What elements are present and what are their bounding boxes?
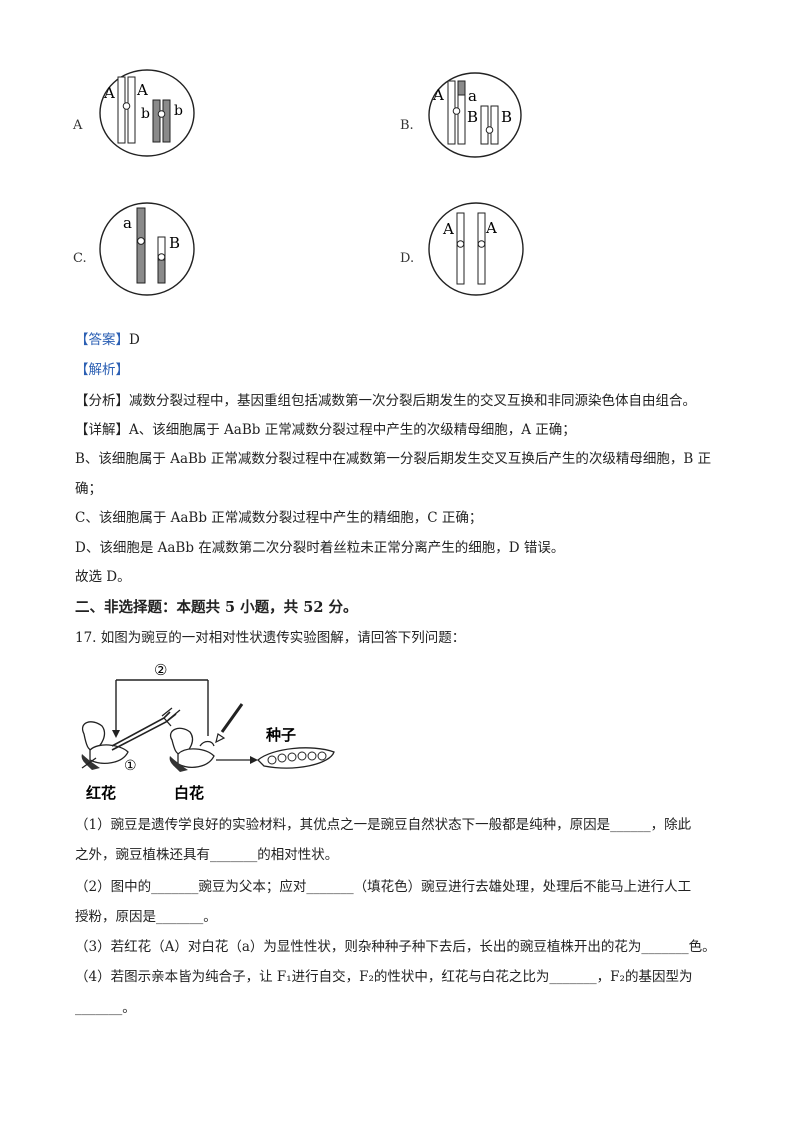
q17-part1-line2: 之外，豌豆植株还具有_______的相对性状。: [75, 847, 339, 863]
seed-label: 种子: [265, 726, 296, 744]
q17-part2-line2: 授粉，原因是_______。: [75, 909, 217, 925]
step-2-label: ②: [154, 661, 167, 679]
option-a-gene-label: A: [103, 84, 115, 102]
option-b-letter: B.: [400, 118, 414, 133]
answer-value: D: [129, 332, 140, 348]
option-c-gene-label: B: [169, 234, 180, 252]
red-flower-label: 红花: [86, 784, 116, 802]
fenxi-tag: 【分析】: [75, 393, 129, 409]
q17-part4-line1: （4）若图示亲本皆为纯合子，让 F₁进行自交，F₂的性状中，红花与白花之比为__…: [75, 969, 693, 985]
option-b-gene-label: a: [468, 87, 477, 105]
step-1-label: ①: [124, 758, 137, 774]
xiangjie-line-1: 【详解】A、该细胞属于 AaBb 正常减数分裂过程中产生的次级精母细胞，A 正确…: [75, 420, 576, 440]
white-flower-label: 白花: [174, 784, 204, 802]
option-d-gene-label: A: [485, 219, 497, 237]
q17-part1-line1: （1）豌豆是遗传学良好的实验材料，其优点之一是豌豆自然状态下一般都是纯种，原因是…: [75, 817, 692, 833]
q17-part3: （3）若红花（A）对白花（a）为显性性状，则杂种种子种下去后，长出的豌豆植株开出…: [75, 939, 716, 955]
option-a-gene-label: A: [136, 81, 148, 99]
pea-experiment-figure: ② ① 种子 红花 白花: [81, 661, 335, 802]
fenxi-text: 减数分裂过程中，基因重组包括减数第一次分裂后期发生的交叉互换和非同源染色体自由组…: [129, 393, 696, 409]
xiangjie-text: A、该细胞属于 AaBb 正常减数分裂过程中产生的次级精母细胞，A 正确；: [129, 422, 576, 438]
option-d-letter: D.: [400, 251, 415, 266]
q17-part2-line1: （2）图中的_______豌豆为父本；应对_______（填花色）豌豆进行去雄处…: [75, 879, 692, 895]
answer-line: 【答案】D: [75, 330, 140, 350]
fenxi-line: 【分析】减数分裂过程中，基因重组包括减数第一次分裂后期发生的交叉互换和非同源染色…: [75, 391, 696, 411]
option-c-letter: C.: [73, 251, 87, 266]
option-d-cell-diagram: A A: [428, 202, 524, 296]
xiangjie-line-3: 确；: [75, 481, 102, 497]
option-c-gene-label: a: [123, 214, 132, 232]
option-a-gene-label: b: [141, 106, 150, 122]
xiangjie-line-2: B、该细胞属于 AaBb 正常减数分裂过程中在减数第一分裂后期发生交叉互换后产生…: [75, 451, 712, 467]
xiangjie-line-5: D、该细胞是 AaBb 在减数第二次分裂时着丝粒未正常分离产生的细胞，D 错误。: [75, 540, 565, 556]
section-2-heading: 二、非选择题：本题共 5 小题，共 52 分。: [75, 599, 358, 616]
option-d-gene-label: A: [442, 220, 454, 238]
option-a-gene-label: b: [174, 103, 183, 119]
option-b-gene-label: A: [432, 86, 444, 104]
option-c-cell-diagram: a B: [99, 202, 195, 296]
option-b-cell-diagram: A a B B: [428, 72, 522, 158]
option-a-letter: A: [73, 118, 83, 133]
q17-part4-line2: _______。: [75, 1000, 136, 1016]
option-b-gene-label: B: [467, 108, 478, 126]
xiangjie-tag: 【详解】: [75, 422, 129, 438]
analysis-tag: 【解析】: [75, 362, 129, 378]
option-a-cell-diagram: A A b b: [99, 69, 195, 157]
xiangjie-line-4: C、该细胞属于 AaBb 正常减数分裂过程中产生的精细胞，C 正确；: [75, 510, 483, 526]
question-17-stem: 17. 如图为豌豆的一对相对性状遗传实验图解，请回答下列问题：: [75, 630, 466, 646]
xiangjie-line-6: 故选 D。: [75, 569, 131, 585]
option-b-gene-label: B: [501, 108, 512, 126]
answer-tag: 【答案】: [75, 332, 129, 348]
